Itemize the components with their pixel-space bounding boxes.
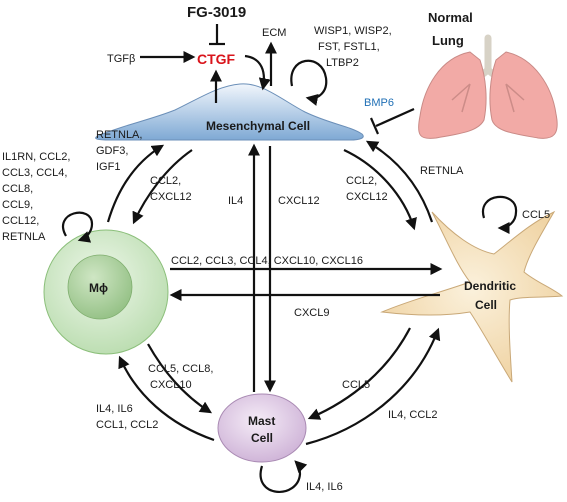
mast-to-mac-label-1: IL4, IL6 [96, 403, 133, 415]
mac-to-mes-arrow [106, 144, 165, 223]
il4-center-label: IL4 [228, 195, 243, 207]
mast-autocrine-loop [259, 460, 308, 494]
lung-label-line1: Normal [428, 10, 473, 25]
dc-label-line1: Dendritic [464, 279, 516, 293]
mac-auto-label-1: IL1RN, CCL2, [2, 151, 70, 163]
mes-to-dc-arrow [343, 149, 417, 231]
dc-label-line2: Cell [475, 298, 497, 312]
mast-label-line2: Cell [251, 431, 273, 445]
mac-to-dc-label: CCL2, CCL3, CCL4, CXCL10, CXCL16 [171, 255, 363, 267]
mac-to-mes-label-2: CXCL12 [150, 191, 192, 203]
drug-label: FG-3019 [187, 4, 246, 21]
mast-to-dc-label: IL4, CCL2 [388, 409, 438, 421]
ecm-label: ECM [262, 27, 286, 39]
tgfb-label: TGFβ [107, 53, 135, 65]
mac-auto-label-2: CCL3, CCL4, [2, 167, 67, 179]
cxcl12-center-label: CXCL12 [278, 195, 320, 207]
mast-label-line1: Mast [248, 414, 275, 428]
mac-to-mast-arrow [147, 343, 213, 414]
mast-cell [217, 393, 307, 463]
mes-to-mac-label-1: RETNLA, [96, 129, 142, 141]
wisp-label-line3: LTBP2 [326, 57, 359, 69]
dendritic-cell [380, 210, 564, 383]
mesenchymal-cell-shape [95, 83, 364, 141]
mes-to-dc-label-1: CCL2, [346, 175, 377, 187]
macrophage-label: Mϕ [89, 281, 108, 295]
mast-to-dc-arrow [305, 327, 441, 446]
dc-to-mes-arrow [365, 140, 434, 223]
wisp-label-line1: WISP1, WISP2, [314, 25, 392, 37]
dc-to-mast-arrow [307, 327, 411, 420]
mast-to-mac-label-2: CCL1, CCL2 [96, 419, 158, 431]
dc-autocrine-loop [481, 195, 518, 235]
bmp6-label: BMP6 [364, 97, 394, 109]
mesenchymal-cell-label: Mesenchymal Cell [206, 119, 310, 133]
dc-to-mes-label: RETNLA [420, 165, 464, 177]
mac-auto-label-4: CCL9, [2, 199, 33, 211]
dc-to-mast-label: CCL5 [342, 379, 370, 391]
mac-auto-label-6: RETNLA [2, 231, 46, 243]
mes-autocrine-loop [290, 59, 328, 106]
mac-auto-label-5: CCL12, [2, 215, 39, 227]
mes-to-mac-arrow [132, 149, 193, 225]
dc-to-mac-label: CXCL9 [294, 307, 329, 319]
ctgf-to-mes-arrow [244, 54, 271, 91]
lung-illustration [418, 34, 558, 139]
mac-to-mes-label-1: CCL2, [150, 175, 181, 187]
mes-to-mac-label-3: IGF1 [96, 161, 120, 173]
mes-to-dc-label-2: CXCL12 [346, 191, 388, 203]
dc-auto-label: CCL5 [522, 209, 550, 221]
bmp6-inhibit-bar [369, 117, 380, 135]
mes-to-mac-label-2: GDF3, [96, 145, 128, 157]
bmp6-inhibit-line [375, 107, 415, 128]
macrophage-nucleus [67, 254, 133, 320]
mast-to-mac-arrow [118, 355, 215, 442]
lung-label-line2: Lung [432, 33, 464, 48]
mac-autocrine-loop [62, 211, 94, 243]
wisp-label-line2: FST, FSTL1, [318, 41, 380, 53]
mac-auto-label-3: CCL8, [2, 183, 33, 195]
mast-auto-label: IL4, IL6 [306, 481, 343, 493]
mac-to-mast-label-2: CXCL10 [150, 379, 192, 391]
mac-to-mast-label-1: CCL5, CCL8, [148, 363, 213, 375]
ctgf-label: CTGF [197, 51, 236, 67]
